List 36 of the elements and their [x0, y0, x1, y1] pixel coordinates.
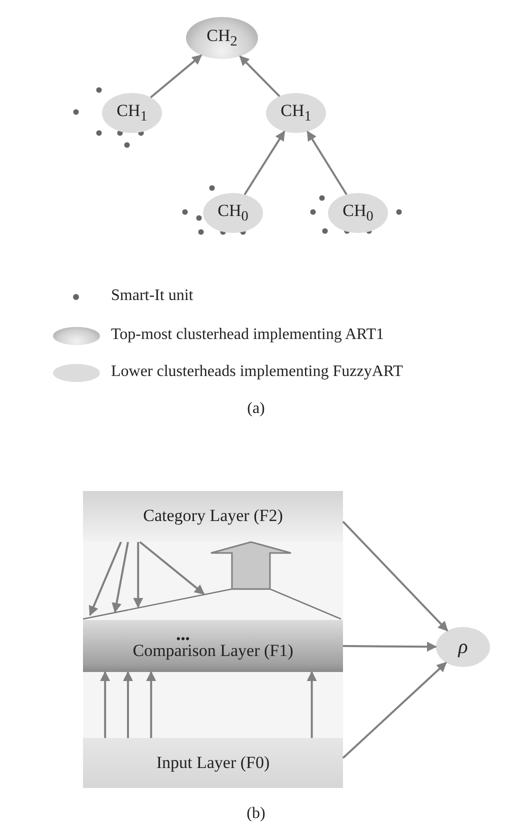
arrow [146, 671, 156, 738]
clusterhead-ellipse [203, 193, 263, 233]
arrow [133, 542, 144, 608]
node-label: CH$_{1}$ [280, 102, 312, 124]
arrow [244, 130, 286, 196]
panel-caption: (a) [247, 400, 265, 418]
legend-label: Smart-It unit [111, 287, 194, 305]
node-label: CH$_{1}$ [116, 102, 148, 124]
node-label: Category Layer (F2) [143, 507, 283, 526]
node-label: CH$_{2}$ [206, 26, 238, 50]
node-label: ρ [458, 636, 468, 658]
legend-label: Top-most clusterhead implementing ART1 [111, 326, 384, 344]
arrow [306, 130, 348, 196]
arrow [150, 54, 202, 98]
arrow [88, 542, 122, 616]
arrow [139, 541, 205, 595]
layer-box [83, 620, 343, 672]
panel-caption: (b) [246, 805, 266, 823]
legend-label: Lower clusterheads implementing FuzzyART [111, 363, 403, 381]
layer-box [83, 738, 343, 788]
arrow [122, 671, 133, 738]
clusterhead-ellipse [328, 193, 388, 233]
arrow [239, 56, 280, 97]
arrow [342, 520, 448, 632]
arrow [112, 542, 129, 613]
arrow [100, 671, 110, 738]
node-label: CH$_{0}$ [218, 202, 248, 224]
parameter-ellipse [436, 627, 490, 667]
node-label: CH$_{0}$ [342, 202, 374, 224]
arrow [343, 642, 437, 652]
layer-box [83, 491, 343, 542]
arrow [306, 671, 317, 738]
clusterhead-ellipse [102, 93, 162, 133]
block-arrow [210, 541, 292, 590]
node-label: Input Layer (F0) [156, 754, 270, 772]
arrow [342, 662, 447, 759]
